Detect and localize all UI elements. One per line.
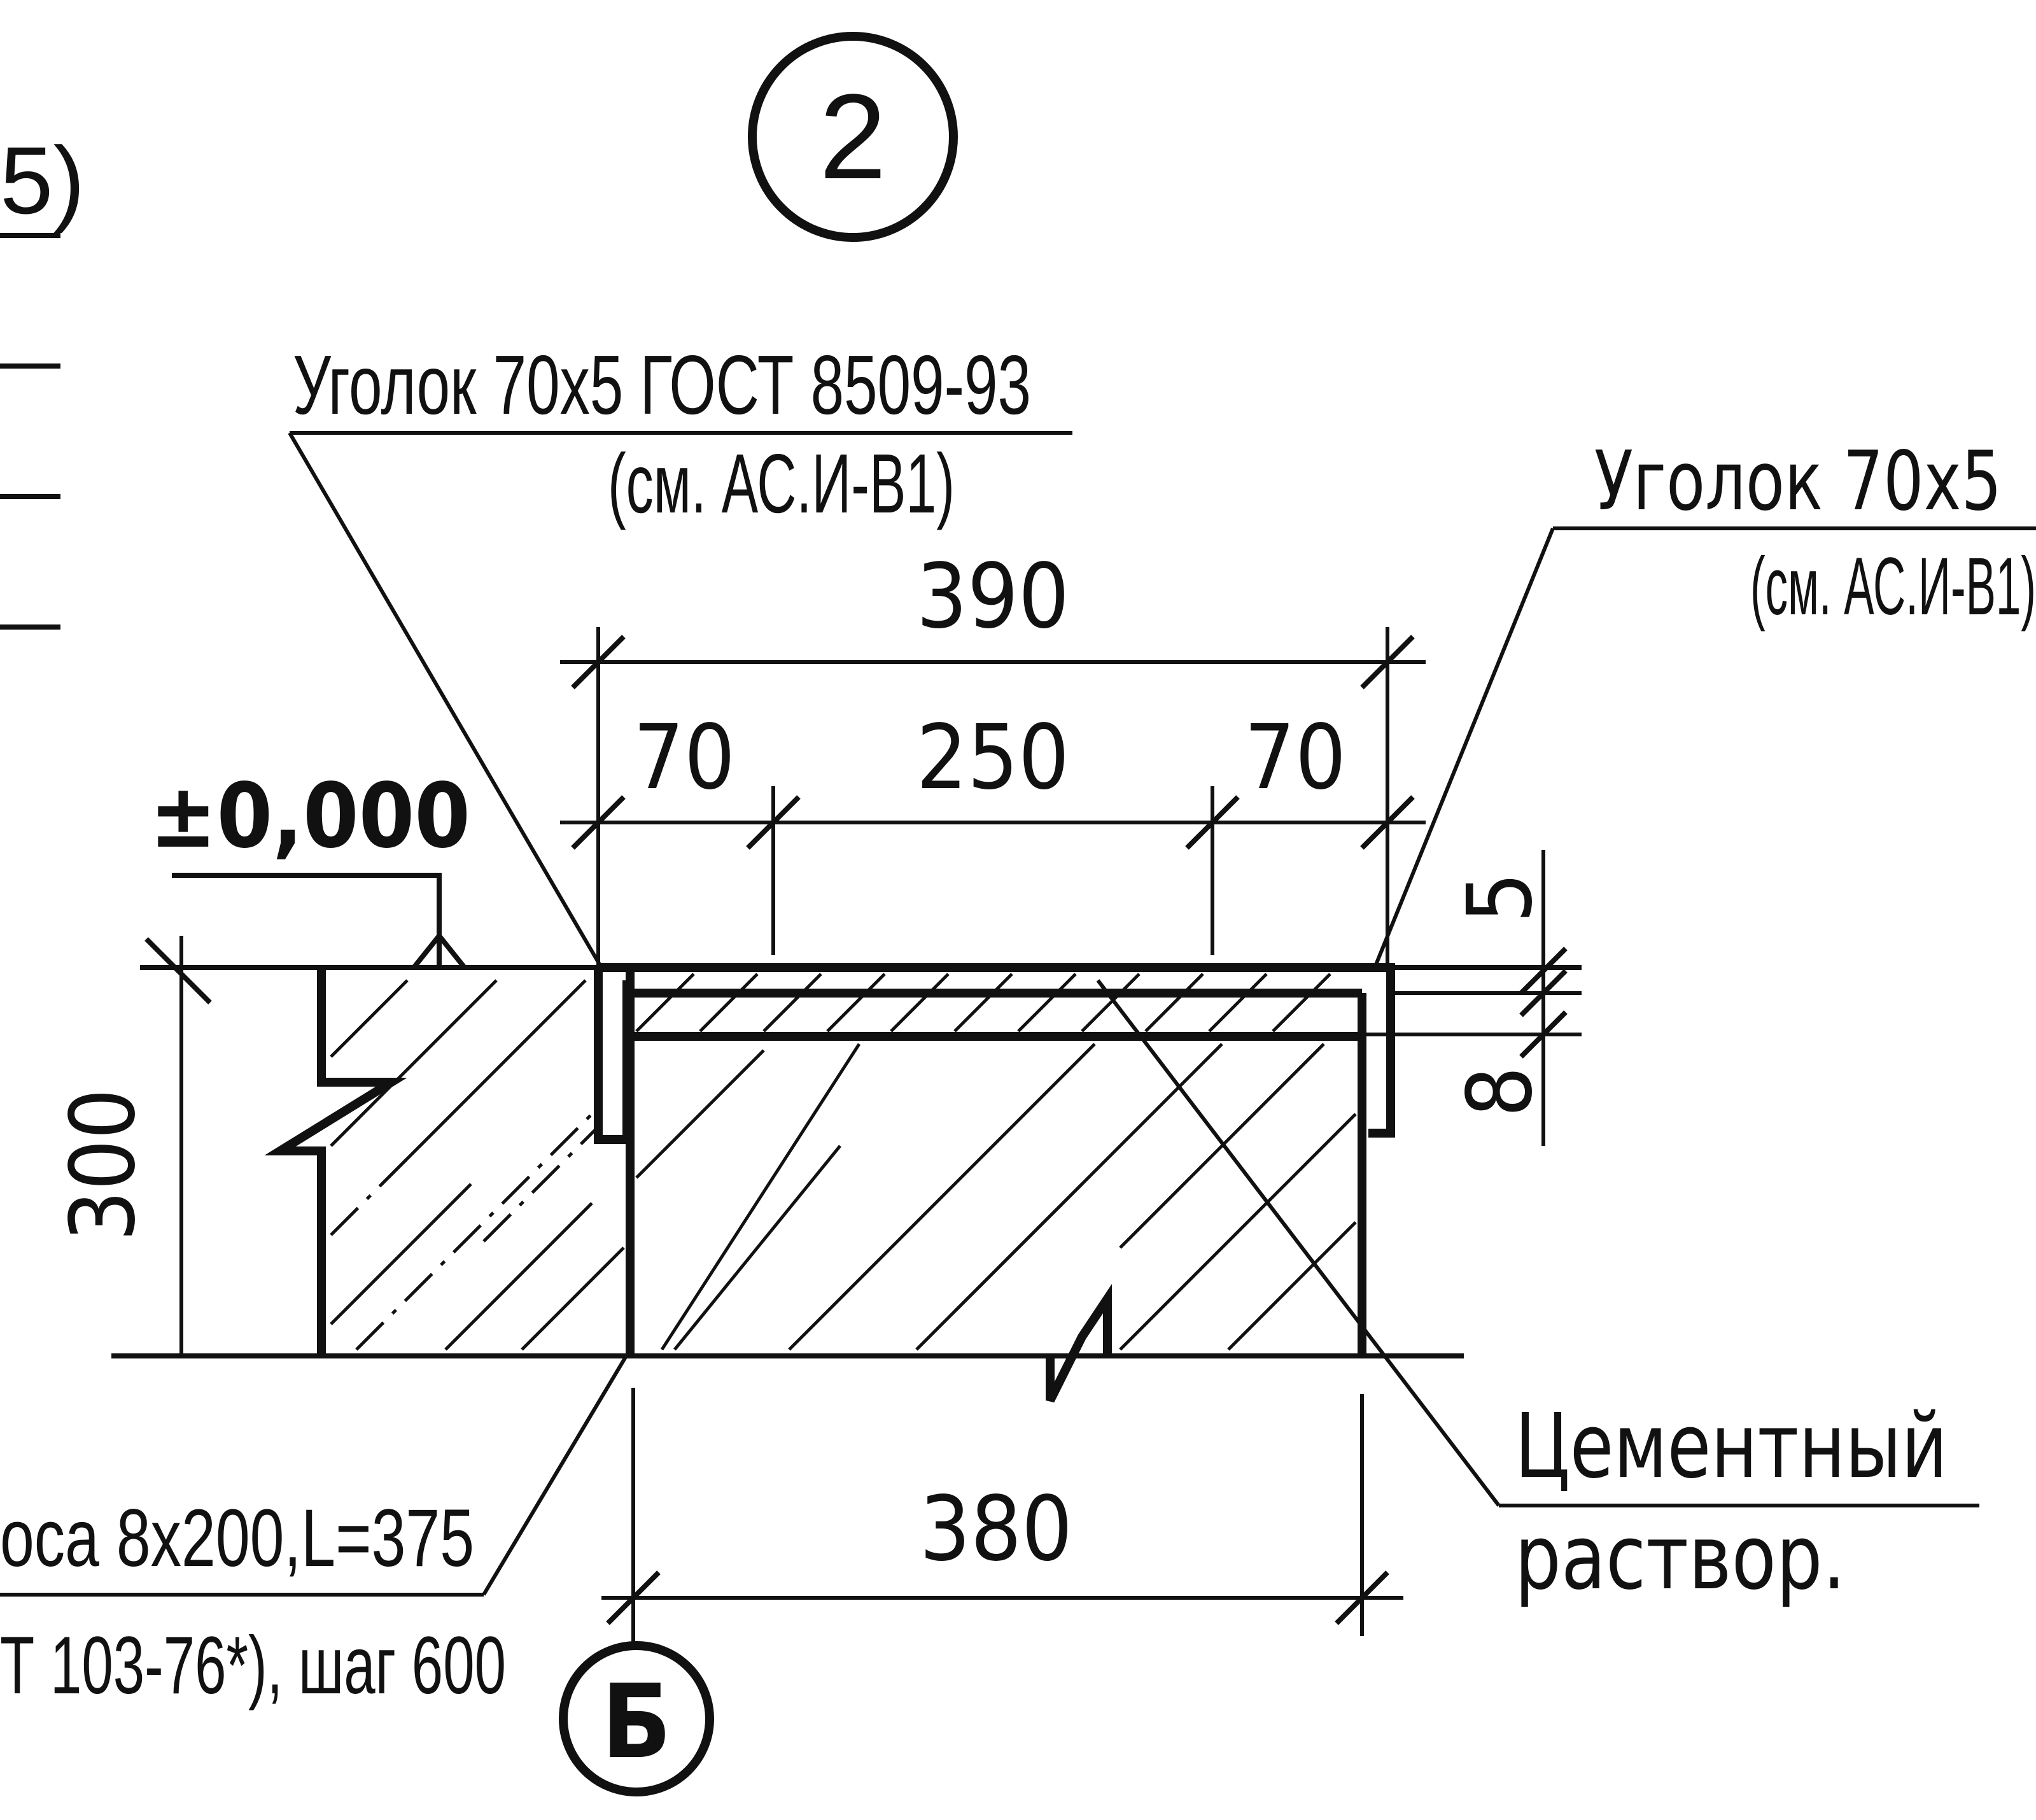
dimension-base-width-value: 380 [920,1478,1072,1581]
dimension-plate-thk-bottom-value: 8 [1449,1066,1552,1117]
left-steel-angle [594,968,631,1144]
dimension-plate-thk-top-value: 5 [1449,872,1552,923]
dimension-segments [560,786,1426,955]
angle-right-ref: (см. АС.И-В1) [1750,541,2036,632]
dimension-seg-right-value: 70 [1244,706,1346,810]
leader-angle-right [1373,526,2036,969]
left-masonry [264,969,625,1356]
leader-angle-left [288,431,1072,969]
strip-callout-line1: оса 8х200,L=375 [0,1493,474,1584]
axis-letter: Б [601,1662,671,1781]
leader-strip [0,1348,632,1597]
dimension-seg-left-value: 70 [633,706,735,810]
fragment-number: 2 [819,69,887,204]
angle-right-title: Уголок 70х5 [1594,434,2002,529]
dimension-base-width [601,1388,1403,1649]
leader-mortar [1096,979,1979,1507]
angle-left-ref: (см. АС.И-В1) [608,437,955,530]
dimension-overall-top [560,627,1426,968]
mortar-callout-line2: раствор. [1515,1506,1846,1610]
dimension-seg-mid-value: 250 [916,706,1069,810]
dimension-plate-thickness [1519,850,1568,1146]
top-steel-plate [598,963,1391,1033]
dimension-height-left [144,936,212,1356]
dimension-height-left-value: 300 [52,1089,155,1241]
dimension-overall-top-value: 390 [916,545,1069,649]
fragment-number-circle [748,32,958,242]
main-concrete-section [626,968,1366,1403]
angle-left-title: Уголок 70х5 ГОСТ 8509-93 [293,338,1031,432]
elevation-label: ±0,000 [150,765,470,868]
mortar-callout-line1: Цементный [1515,1395,1948,1499]
left-cut-label: 5) [0,127,85,234]
left-fragment-lines [0,233,60,630]
axis-bubble [559,1641,714,1796]
elevation-mark [172,873,467,970]
strip-callout-line2: Т 103-76*), шаг 600 [0,1620,506,1711]
